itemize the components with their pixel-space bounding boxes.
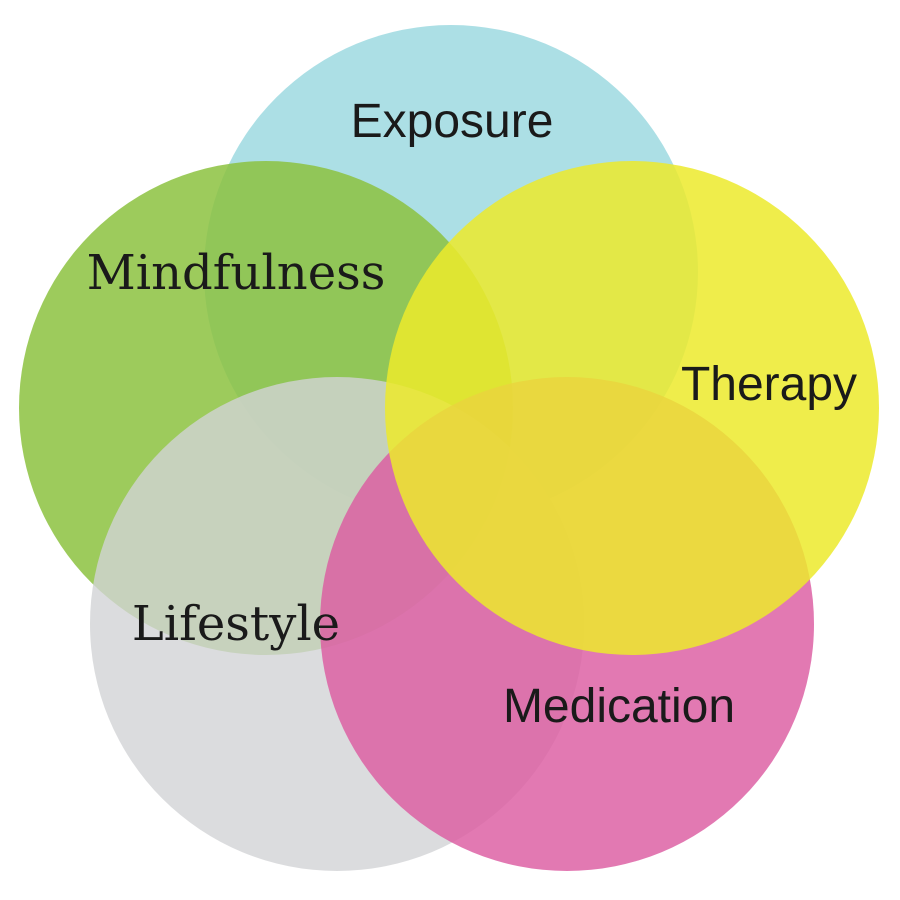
therapy-circle <box>385 161 879 655</box>
mindfulness-label: Mindfulness <box>87 245 386 301</box>
exposure-label: Exposure <box>351 95 554 148</box>
therapy-label: Therapy <box>681 358 857 411</box>
medication-label: Medication <box>503 680 735 733</box>
lifestyle-label: Lifestyle <box>132 596 340 652</box>
